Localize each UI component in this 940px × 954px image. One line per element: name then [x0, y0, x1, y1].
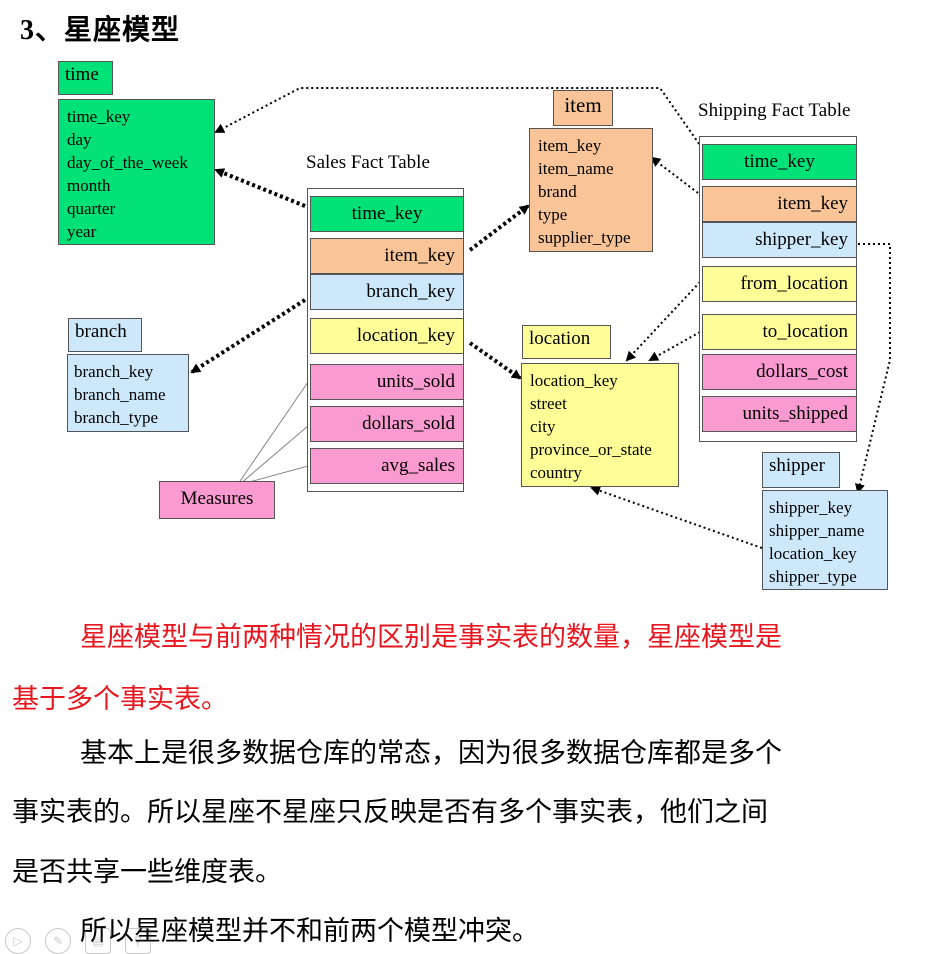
- paragraph-3-line-1: 所以星座模型并不和前两个模型冲突。: [80, 916, 539, 946]
- shipping-from-location: from_location: [702, 266, 857, 302]
- branch-table-fields: branch_key branch_name branch_type: [67, 354, 189, 432]
- shipper-location-link: [590, 485, 763, 549]
- shipping-time-key: time_key: [702, 144, 857, 180]
- shipper-field: shipper_key: [769, 498, 853, 517]
- item-field: item_name: [538, 159, 614, 178]
- shipping-to-location: to_location: [702, 314, 857, 350]
- shipping-time-link: [214, 87, 703, 149]
- branch-field: branch_name: [74, 385, 166, 404]
- location-table-fields: location_key street city province_or_sta…: [521, 363, 679, 487]
- time-field: year: [67, 222, 97, 241]
- location-field: country: [530, 463, 582, 482]
- constellation-schema-diagram: time time_key day day_of_the_week month …: [58, 61, 891, 590]
- time-field: quarter: [67, 199, 116, 218]
- location-field: city: [530, 417, 556, 436]
- location-field: province_or_state: [530, 440, 652, 459]
- item-field: type: [538, 205, 568, 224]
- sales-time-link: [214, 168, 306, 208]
- shipper-table-title: shipper: [762, 452, 840, 488]
- shipping-fact-caption: Shipping Fact Table: [698, 100, 851, 121]
- time-table-fields: time_key day day_of_the_week month quart…: [58, 99, 215, 245]
- shipping-item-link: [650, 156, 703, 197]
- shipping-units-shipped: units_shipped: [702, 396, 857, 432]
- time-field: time_key: [67, 107, 131, 126]
- item-table-title: item: [553, 90, 613, 126]
- branch-field: branch_key: [74, 362, 154, 381]
- sales-time-key: time_key: [310, 196, 464, 232]
- shipping-shipper-key: shipper_key: [702, 222, 857, 258]
- shipping-from-location-link: [625, 281, 701, 362]
- item-field: supplier_type: [538, 228, 631, 247]
- location-table-title: location: [522, 325, 611, 359]
- sales-location-key: location_key: [310, 318, 464, 354]
- item-field: item_key: [538, 136, 602, 155]
- sales-fact-caption: Sales Fact Table: [306, 152, 430, 173]
- shipper-field: shipper_type: [769, 567, 857, 586]
- time-table-title: time: [58, 61, 113, 95]
- shipper-field: location_key: [769, 544, 857, 563]
- sales-branch-link: [190, 298, 307, 374]
- zoom-icon[interactable]: ⚲: [125, 928, 151, 954]
- location-field: street: [530, 394, 567, 413]
- sales-avg-sales: avg_sales: [310, 448, 464, 484]
- time-field: month: [67, 176, 111, 195]
- paragraph-1-line-2: 基于多个事实表。: [12, 684, 228, 714]
- branch-field: branch_type: [74, 408, 159, 427]
- paragraph-1-line-1: 星座模型与前两种情况的区别是事实表的数量，星座模型是: [80, 622, 782, 652]
- location-field: location_key: [530, 371, 618, 390]
- shipper-field: shipper_name: [769, 521, 865, 540]
- section-heading: 3、星座模型: [20, 15, 181, 46]
- paragraph-2-line-3: 是否共享一些维度表。: [12, 857, 282, 887]
- shipper-table-fields: shipper_key shipper_name location_key sh…: [762, 490, 888, 590]
- paragraph-2-line-2: 事实表的。所以星座不星座只反映是否有多个事实表，他们之间: [12, 797, 768, 827]
- sales-units-sold: units_sold: [310, 364, 464, 400]
- shipping-item-key: item_key: [702, 186, 857, 222]
- item-field: brand: [538, 182, 577, 201]
- viewer-toolbar: ▷ ✎ ▤ ⚲: [5, 928, 151, 954]
- print-icon[interactable]: ▤: [85, 928, 111, 954]
- sales-item-link: [468, 204, 530, 252]
- sales-item-key: item_key: [310, 238, 464, 274]
- shipping-dollars-cost: dollars_cost: [702, 354, 857, 390]
- pen-icon[interactable]: ✎: [45, 928, 71, 954]
- item-table-fields: item_key item_name brand type supplier_t…: [529, 128, 653, 252]
- paragraph-2-line-1: 基本上是很多数据仓库的常态，因为很多数据仓库都是多个: [80, 738, 782, 768]
- branch-table-title: branch: [68, 318, 142, 352]
- play-icon[interactable]: ▷: [5, 928, 31, 954]
- measures-units-line: [237, 381, 309, 485]
- time-field: day: [67, 130, 92, 149]
- sales-branch-key: branch_key: [310, 274, 464, 310]
- measures-dollars-line: [239, 425, 309, 485]
- shipping-shipper-link: [855, 243, 891, 494]
- measures-label: Measures: [159, 481, 275, 519]
- sales-dollars-sold: dollars_sold: [310, 406, 464, 442]
- time-field: day_of_the_week: [67, 153, 188, 172]
- sales-location-link: [468, 341, 522, 380]
- shipping-to-location-link: [648, 331, 701, 361]
